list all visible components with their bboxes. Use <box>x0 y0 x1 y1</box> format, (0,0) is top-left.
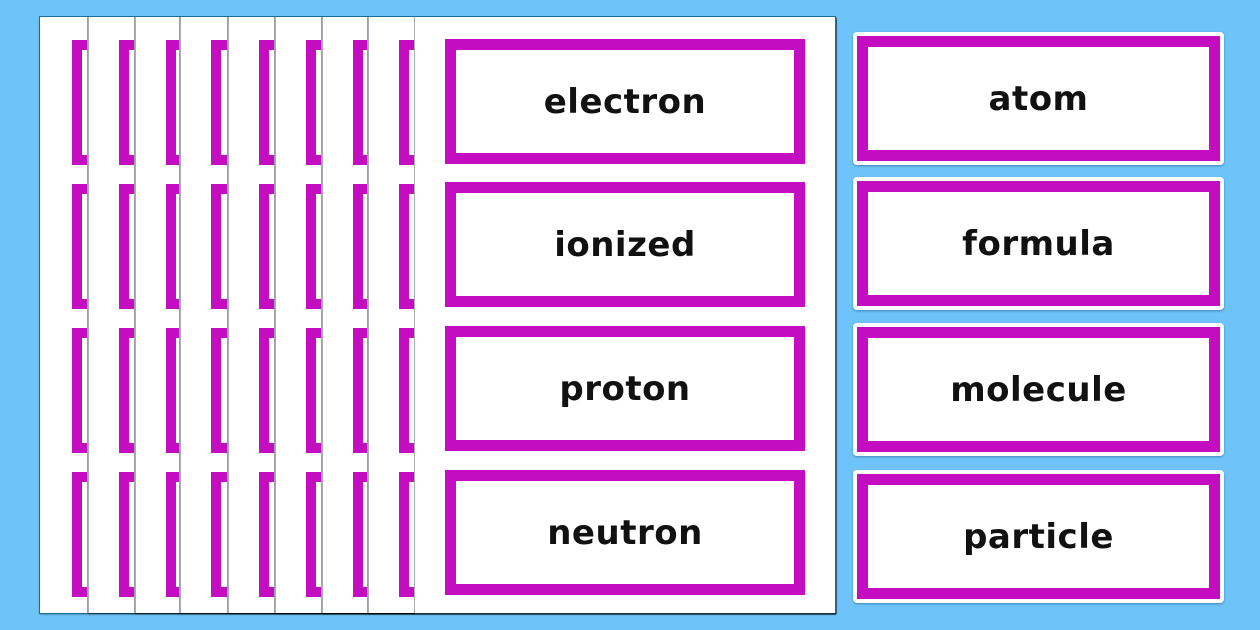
card-edge <box>259 40 277 165</box>
card-edge <box>353 184 371 309</box>
card-edge <box>306 40 324 165</box>
card-edge <box>306 328 324 453</box>
card-edge <box>72 184 90 309</box>
card-edge <box>306 184 324 309</box>
card-edge <box>399 184 417 309</box>
card-word: neutron <box>547 512 703 553</box>
stacked-word-card-sheets: electron ionized proton neutron <box>40 17 836 613</box>
card-word: proton <box>559 368 691 409</box>
word-card-neutron: neutron <box>445 470 805 595</box>
card-word: electron <box>543 81 707 122</box>
card-edge <box>72 472 90 597</box>
card-edge <box>119 184 137 309</box>
card-edge <box>119 40 137 165</box>
loose-card-molecule: molecule <box>853 323 1224 456</box>
word-card-ionized: ionized <box>445 182 805 307</box>
card-edge <box>353 40 371 165</box>
card-edge <box>119 328 137 453</box>
card-edge <box>72 328 90 453</box>
card-edge <box>211 328 229 453</box>
card-edge <box>259 328 277 453</box>
word-card-formula: formula <box>857 181 1220 306</box>
word-card-electron: electron <box>445 39 805 164</box>
card-edge <box>399 40 417 165</box>
card-edge <box>399 472 417 597</box>
card-edge <box>399 328 417 453</box>
card-word: particle <box>963 516 1114 557</box>
card-edge <box>119 472 137 597</box>
word-card-proton: proton <box>445 326 805 451</box>
loose-card-particle: particle <box>853 470 1224 603</box>
front-sheet: electron ionized proton neutron <box>415 17 835 613</box>
card-edge <box>211 40 229 165</box>
card-edge <box>353 472 371 597</box>
card-edge <box>211 472 229 597</box>
word-card-atom: atom <box>857 36 1220 161</box>
card-edge <box>259 184 277 309</box>
card-edge <box>211 184 229 309</box>
loose-card-formula: formula <box>853 177 1224 310</box>
card-edge <box>259 472 277 597</box>
card-edge <box>166 472 184 597</box>
card-edge <box>166 40 184 165</box>
card-edge <box>353 328 371 453</box>
card-word: formula <box>962 223 1115 264</box>
word-card-particle: particle <box>857 474 1220 599</box>
card-edge <box>306 472 324 597</box>
card-word: atom <box>988 78 1089 119</box>
card-word: molecule <box>950 369 1127 410</box>
loose-card-atom: atom <box>853 32 1224 165</box>
word-card-molecule: molecule <box>857 327 1220 452</box>
card-word: ionized <box>554 224 696 265</box>
card-edge <box>166 184 184 309</box>
card-edge <box>72 40 90 165</box>
card-edge <box>166 328 184 453</box>
